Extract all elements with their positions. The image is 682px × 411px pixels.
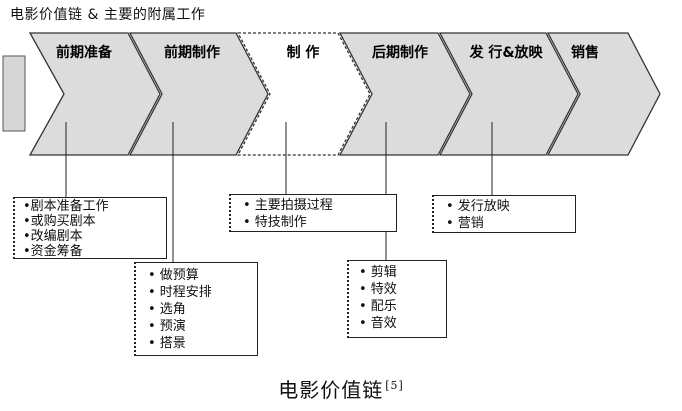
detail-box-post-production: • 剪辑 • 特效 • 配乐 • 音效 [347,260,447,338]
list-item: • 配乐 [359,299,397,314]
stage-label-5: 销售 [571,44,599,61]
figure-caption: 电影价值链[5] [0,374,682,403]
detail-box-pre-production: • 做预算 • 时程安排 • 选角 • 预演 • 搭景 [134,262,258,356]
stage-chevron-2 [236,32,371,156]
list-item: • 做预算 [148,268,199,283]
list-item: • 主要拍摄过程 [243,198,333,213]
stage-chevron-1 [128,32,269,156]
list-item: •剧本准备工作 [23,199,109,214]
stage-label-0: 前期准备 [56,44,113,61]
stage-label-4: 发 行&放映 [468,44,543,61]
stage-chevron-5 [546,32,661,156]
side-tab [2,55,26,132]
detail-box-pre-preparation: •剧本准备工作 •或购买剧本 •改编剧本 •资金筹备 [13,197,167,259]
list-item: • 选角 [148,302,186,317]
list-item: • 剪辑 [359,265,397,280]
list-item: •改编剧本 [23,229,83,244]
list-item: •或购买剧本 [23,214,96,229]
list-item: • 特技制作 [243,215,307,230]
caption-text: 电影价值链 [278,378,384,402]
detail-box-production: • 主要拍摄过程 • 特技制作 [229,194,397,232]
list-item: • 音效 [359,316,397,331]
stage-chevron-0 [28,32,161,156]
stage-label-1: 前期制作 [164,44,220,61]
stage-chevron-3 [338,32,471,156]
diagram-title: 电影价值链 & 主要的附属工作 [10,7,206,23]
detail-box-distribution: • 发行放映 • 营销 [432,195,576,233]
stage-label-2: 制 作 [287,44,320,61]
list-item: • 搭景 [148,336,186,351]
list-item: • 时程安排 [148,285,212,300]
list-item: •资金筹备 [23,244,83,259]
list-item: • 营销 [446,216,484,231]
list-item: • 发行放映 [446,199,510,214]
citation-mark: [5] [385,379,404,393]
stage-label-3: 后期制作 [372,44,428,61]
list-item: • 预演 [148,319,186,334]
list-item: • 特效 [359,282,397,297]
stage-chevron-4 [438,32,579,156]
